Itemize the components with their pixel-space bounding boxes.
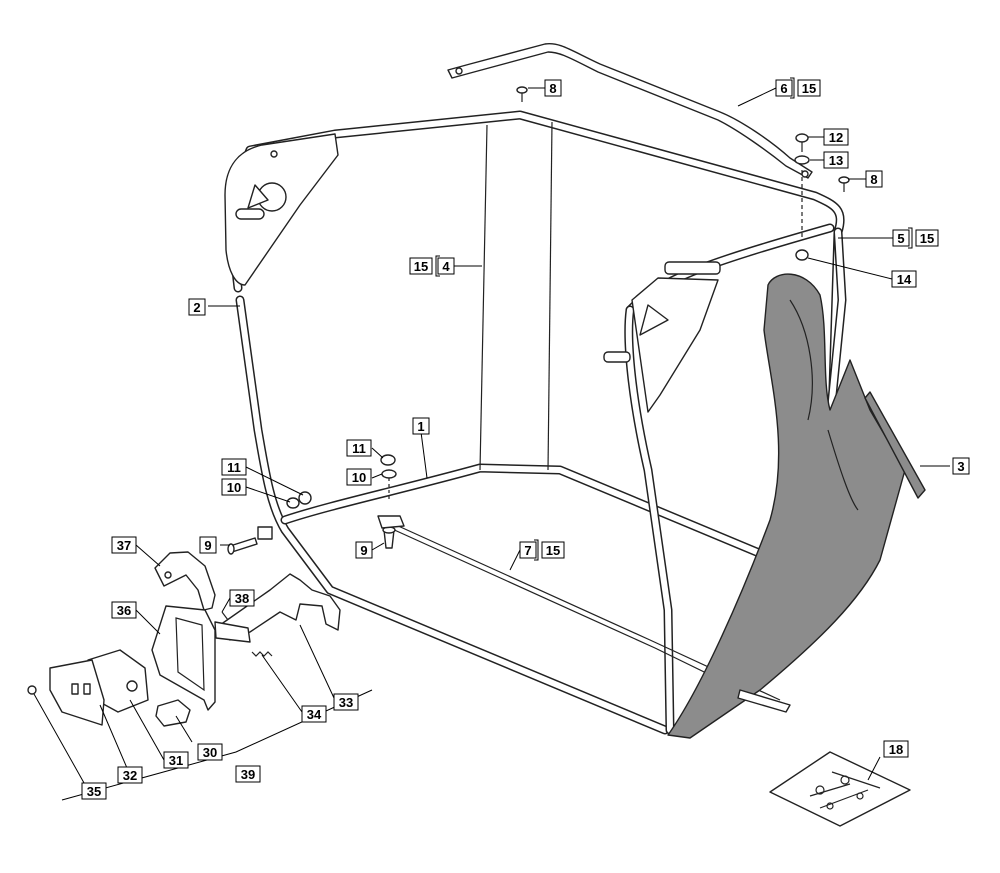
callout-33: 33 bbox=[339, 695, 353, 710]
callout-10-left: 10 bbox=[227, 480, 241, 495]
group-39-bracket bbox=[61, 689, 373, 801]
callout-5: 5 bbox=[897, 231, 904, 246]
callout-10-mid: 10 bbox=[352, 470, 366, 485]
callout-15-d: 15 bbox=[546, 543, 560, 558]
callout-30: 30 bbox=[203, 745, 217, 760]
callout-4: 4 bbox=[442, 259, 450, 274]
callout-2: 2 bbox=[193, 300, 200, 315]
leader-lines bbox=[33, 87, 950, 791]
callout-8-right: 8 bbox=[870, 172, 877, 187]
bottom-bracket bbox=[737, 689, 791, 713]
callout-35: 35 bbox=[87, 784, 101, 799]
callout-31: 31 bbox=[169, 753, 183, 768]
callout-11-mid: 11 bbox=[352, 441, 366, 456]
callout-1: 1 bbox=[417, 419, 424, 434]
latch-assembly bbox=[27, 551, 341, 727]
handle-bar bbox=[447, 43, 813, 179]
left-side-plate bbox=[224, 133, 339, 286]
hardware-bag bbox=[769, 751, 911, 827]
callout-3: 3 bbox=[957, 459, 964, 474]
callout-6: 6 bbox=[780, 81, 787, 96]
callout-39: 39 bbox=[241, 767, 255, 782]
callout-14: 14 bbox=[897, 272, 912, 287]
callout-7: 7 bbox=[524, 543, 531, 558]
callout-15-a: 15 bbox=[414, 259, 428, 274]
callout-9-mid: 9 bbox=[360, 543, 367, 558]
hardware bbox=[227, 86, 850, 555]
callout-15-b: 15 bbox=[920, 231, 934, 246]
callout-18: 18 bbox=[889, 742, 903, 757]
callout-12: 12 bbox=[829, 130, 843, 145]
right-side-plate bbox=[603, 261, 721, 413]
callout-32: 32 bbox=[123, 768, 137, 783]
callout-8-top: 8 bbox=[549, 81, 556, 96]
callout-11-left: 11 bbox=[227, 460, 241, 475]
callout-labels: 1 2 3 15 4 5 15 6 15 7 15 8 8 bbox=[81, 77, 970, 800]
callout-36: 36 bbox=[117, 603, 131, 618]
callout-13: 13 bbox=[829, 153, 843, 168]
callout-9-left: 9 bbox=[204, 538, 211, 553]
callout-38: 38 bbox=[235, 591, 249, 606]
callout-37: 37 bbox=[117, 538, 131, 553]
callout-34: 34 bbox=[307, 707, 322, 722]
callout-15-c: 15 bbox=[802, 81, 816, 96]
catcher-bag bbox=[667, 273, 926, 739]
